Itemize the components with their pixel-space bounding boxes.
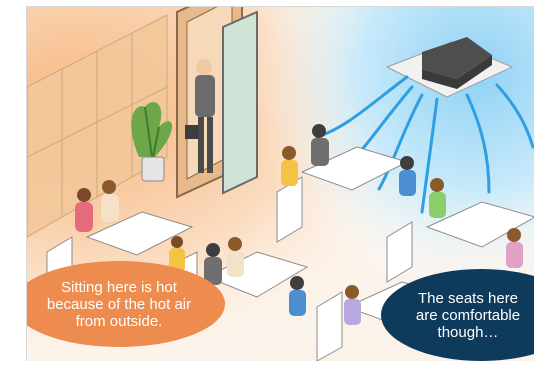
cafe-customer-icon <box>75 188 93 232</box>
cafe-customer-icon <box>311 124 329 166</box>
cafe-customer-icon <box>289 276 306 316</box>
cafe-customer-icon <box>429 178 446 218</box>
cafe-scene <box>27 7 534 361</box>
airflow-lines <box>315 75 534 214</box>
illustration-frame: Sitting here is hot because of the hot a… <box>26 6 534 361</box>
cool-seat-speech-text: The seats here are comfortable though… <box>415 289 521 341</box>
window-wall <box>27 14 168 238</box>
cafe-customer-icon <box>101 180 119 222</box>
businessman-icon <box>185 59 215 173</box>
ceiling-air-conditioner-icon <box>385 37 514 98</box>
cafe-customer-icon <box>204 243 222 285</box>
cafe-customer-icon <box>506 228 523 268</box>
cafe-customer-icon <box>399 156 416 196</box>
glass-door-icon <box>176 7 258 199</box>
cafe-customer-icon <box>344 285 361 325</box>
cool-seat-speech-bubble: The seats here are comfortable though… <box>381 269 534 361</box>
cafe-customer-icon <box>281 146 298 186</box>
potted-plant-icon <box>131 102 173 182</box>
hot-seat-speech-bubble: Sitting here is hot because of the hot a… <box>27 261 225 347</box>
cafe-customer-icon <box>227 237 244 277</box>
hot-seat-speech-text: Sitting here is hot because of the hot a… <box>46 278 192 330</box>
